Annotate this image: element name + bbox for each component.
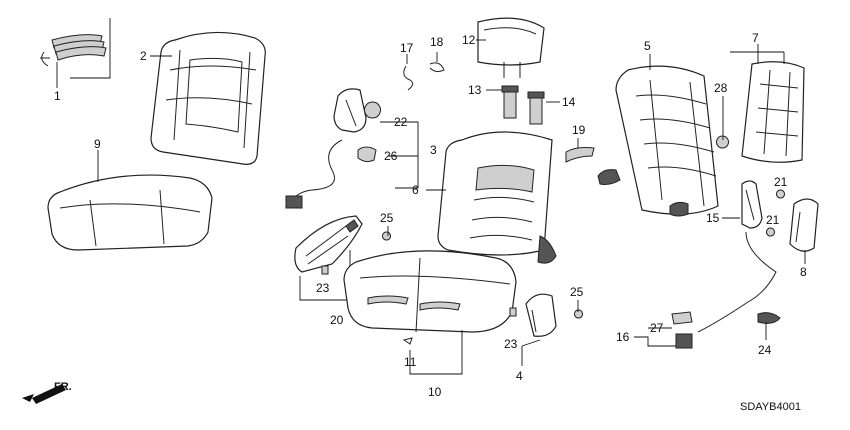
- callout-20: 20: [330, 313, 344, 327]
- callout-16: 16: [616, 330, 630, 344]
- part-16-harness: [634, 231, 781, 349]
- callout-9: 9: [94, 137, 101, 151]
- part-23-clip-a: [321, 265, 329, 275]
- callout-21-a: 21: [774, 175, 788, 189]
- callout-4: 4: [516, 369, 523, 383]
- callout-5: 5: [644, 39, 651, 53]
- part-12-headrest: [476, 17, 545, 78]
- diagram-code: SDAYB4001: [740, 401, 801, 413]
- callout-25-a: 25: [380, 211, 394, 225]
- callout-11: 11: [404, 355, 417, 369]
- callout-27: 27: [650, 321, 664, 335]
- callout-25-b: 25: [570, 285, 584, 299]
- direction-label: FR.: [54, 381, 72, 393]
- callout-12: 12: [462, 33, 476, 47]
- part-6-seatback-pad: [426, 131, 557, 264]
- callout-26: 26: [384, 149, 398, 163]
- direction-arrow-icon: [22, 384, 66, 404]
- callout-8: 8: [800, 265, 807, 279]
- callout-17: 17: [400, 41, 414, 55]
- callout-13: 13: [468, 83, 482, 97]
- part-3-airbag-harness: [285, 88, 419, 209]
- part-13-headrest-guide: [486, 85, 519, 119]
- part-9-cushion-cover: [47, 150, 213, 251]
- part-7-back-panel: [730, 44, 805, 163]
- part-8-side-cover: [789, 198, 819, 264]
- callout-15: 15: [706, 211, 720, 225]
- part-17-18-clips: [403, 52, 445, 91]
- callout-22: 22: [394, 115, 408, 129]
- part-2-seatback-cover: [150, 31, 266, 165]
- part-4-inner-cover: [521, 293, 557, 366]
- callout-6: 6: [412, 183, 419, 197]
- part-28-clip: [716, 96, 729, 149]
- callout-18: 18: [430, 35, 444, 49]
- part-11-clip: [402, 337, 413, 345]
- callout-24: 24: [758, 343, 772, 357]
- part-21-screws: [766, 189, 785, 237]
- part-25-screw-a: [382, 226, 391, 241]
- part-19-trim: [565, 138, 595, 163]
- part-5-seatback-frame: [597, 54, 719, 217]
- callout-23-a: 23: [316, 281, 330, 295]
- callout-2: 2: [140, 49, 147, 63]
- callout-7: 7: [752, 31, 759, 45]
- part-23-clip-b: [509, 307, 517, 317]
- part-25-screw-b: [574, 300, 583, 319]
- callout-23-b: 23: [504, 337, 518, 351]
- part-15-switch: [722, 180, 763, 229]
- callout-19: 19: [572, 123, 586, 137]
- part-14-headrest-guide: [527, 91, 560, 125]
- part-10-cushion-pad: [343, 250, 517, 375]
- callout-14: 14: [562, 95, 576, 109]
- callout-3: 3: [430, 143, 437, 157]
- part-1-clip-set: [40, 18, 111, 88]
- callout-1: 1: [54, 89, 61, 103]
- callout-21-b: 21: [766, 213, 780, 227]
- callout-28: 28: [714, 81, 728, 95]
- callout-10: 10: [428, 385, 442, 399]
